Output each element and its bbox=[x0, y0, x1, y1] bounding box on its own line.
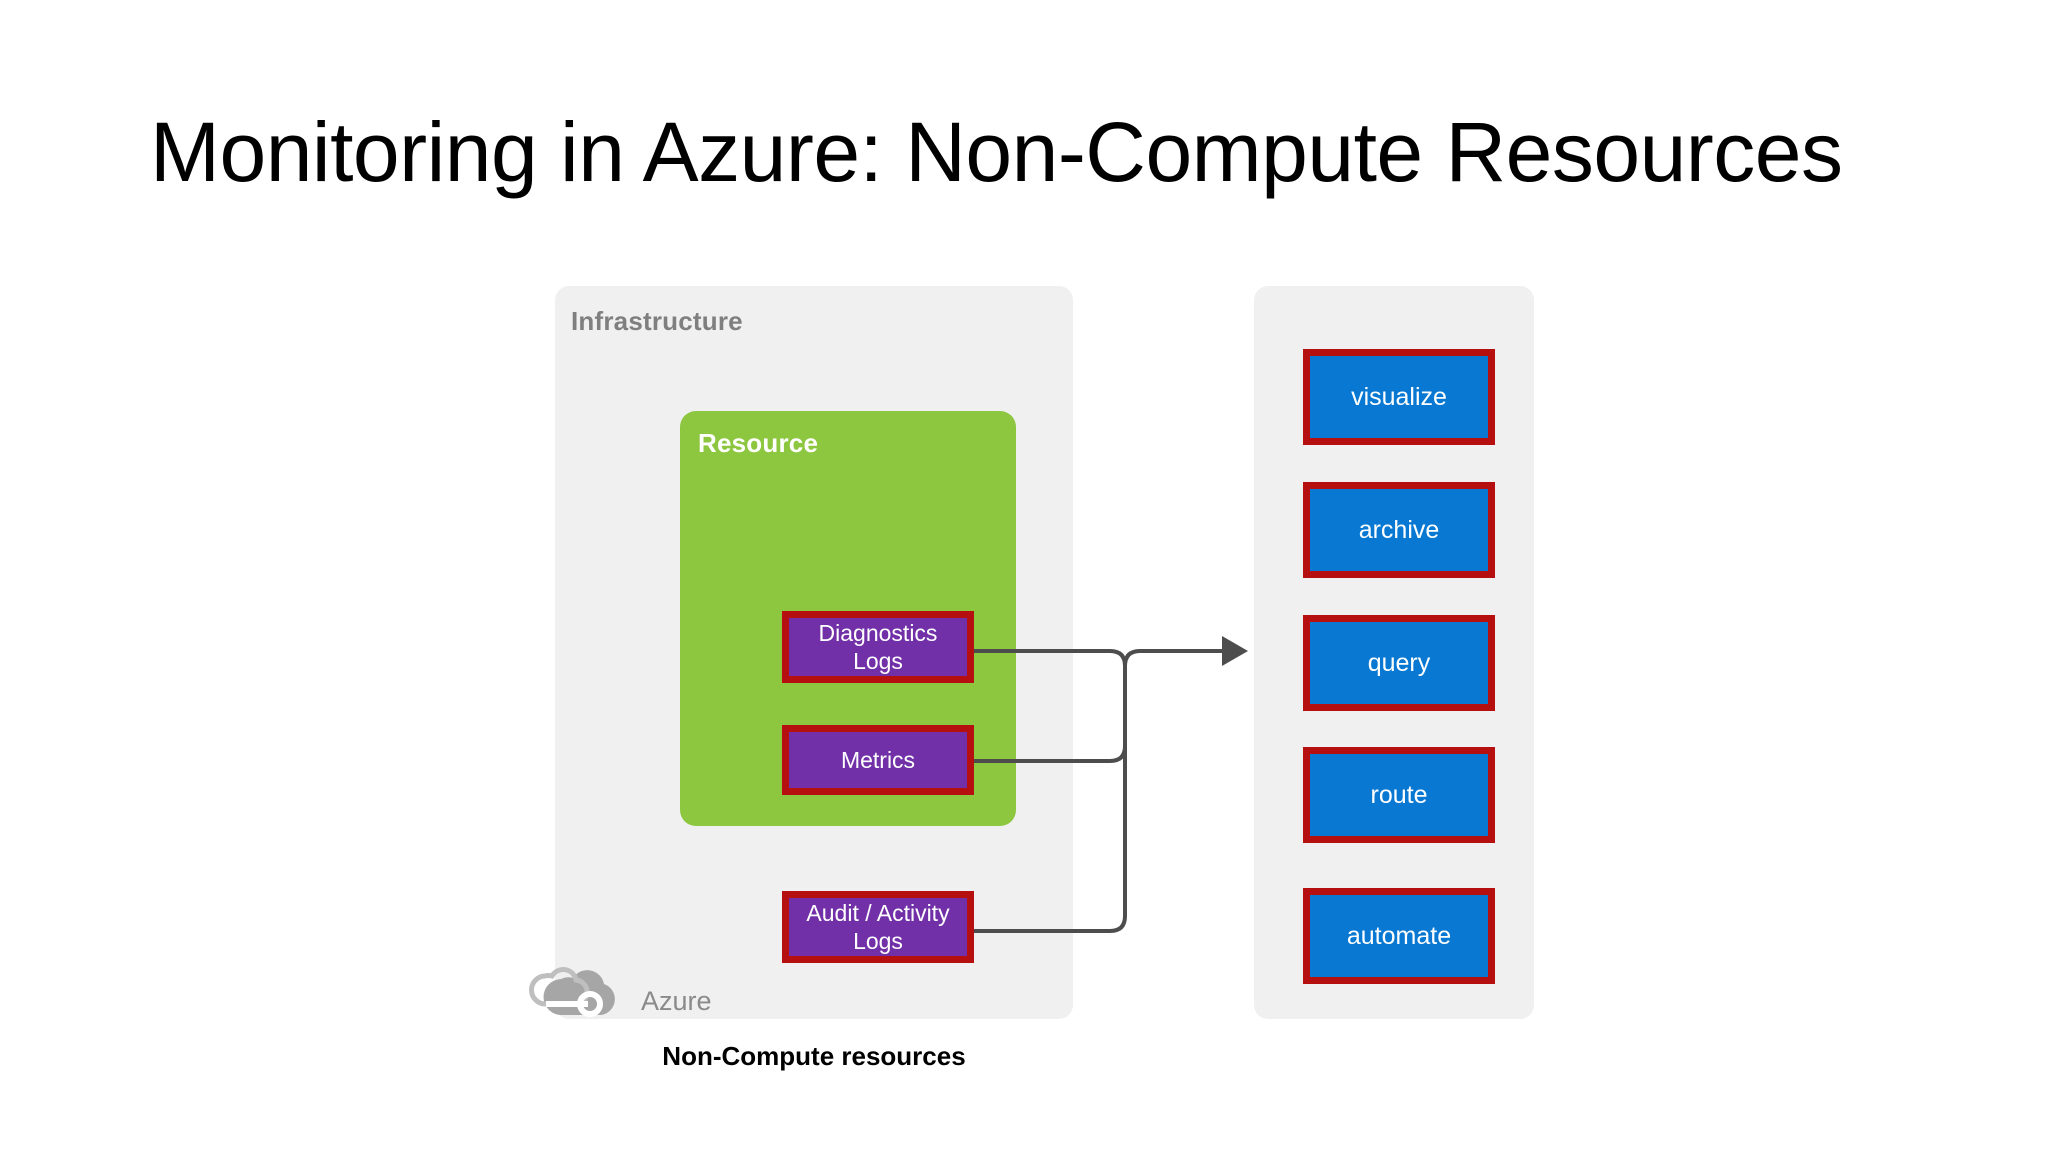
diagram-caption: Non-Compute resources bbox=[662, 1041, 966, 1071]
source-box-metrics[interactable]: Metrics bbox=[782, 725, 974, 795]
destination-box-label: query bbox=[1367, 648, 1431, 677]
infrastructure-label: Infrastructure bbox=[571, 306, 743, 336]
source-box-label: Diagnostics Logs bbox=[818, 619, 938, 674]
destination-box-label: visualize bbox=[1351, 382, 1447, 411]
page-title: Monitoring in Azure: Non-Compute Resourc… bbox=[150, 105, 1843, 199]
destination-box-archive[interactable]: archive bbox=[1303, 482, 1495, 578]
destination-box-route[interactable]: route bbox=[1303, 747, 1495, 843]
destination-box-visualize[interactable]: visualize bbox=[1303, 349, 1495, 445]
source-box-diagnostics-logs[interactable]: Diagnostics Logs bbox=[782, 611, 974, 683]
arrowhead-icon bbox=[1222, 636, 1248, 666]
destination-box-label: route bbox=[1370, 780, 1428, 809]
resource-label: Resource bbox=[698, 428, 819, 458]
source-box-label: Audit / Activity Logs bbox=[806, 899, 950, 954]
azure-wordmark: Azure bbox=[641, 986, 712, 1016]
source-box-label: Metrics bbox=[840, 746, 916, 773]
source-box-audit-activity-logs[interactable]: Audit / Activity Logs bbox=[782, 891, 974, 963]
azure-cloud-icon bbox=[529, 967, 615, 1017]
destination-box-query[interactable]: query bbox=[1303, 615, 1495, 711]
destination-box-label: automate bbox=[1346, 921, 1452, 950]
connector-output bbox=[1123, 649, 1225, 667]
destination-box-automate[interactable]: automate bbox=[1303, 888, 1495, 984]
destination-box-label: archive bbox=[1358, 515, 1440, 544]
